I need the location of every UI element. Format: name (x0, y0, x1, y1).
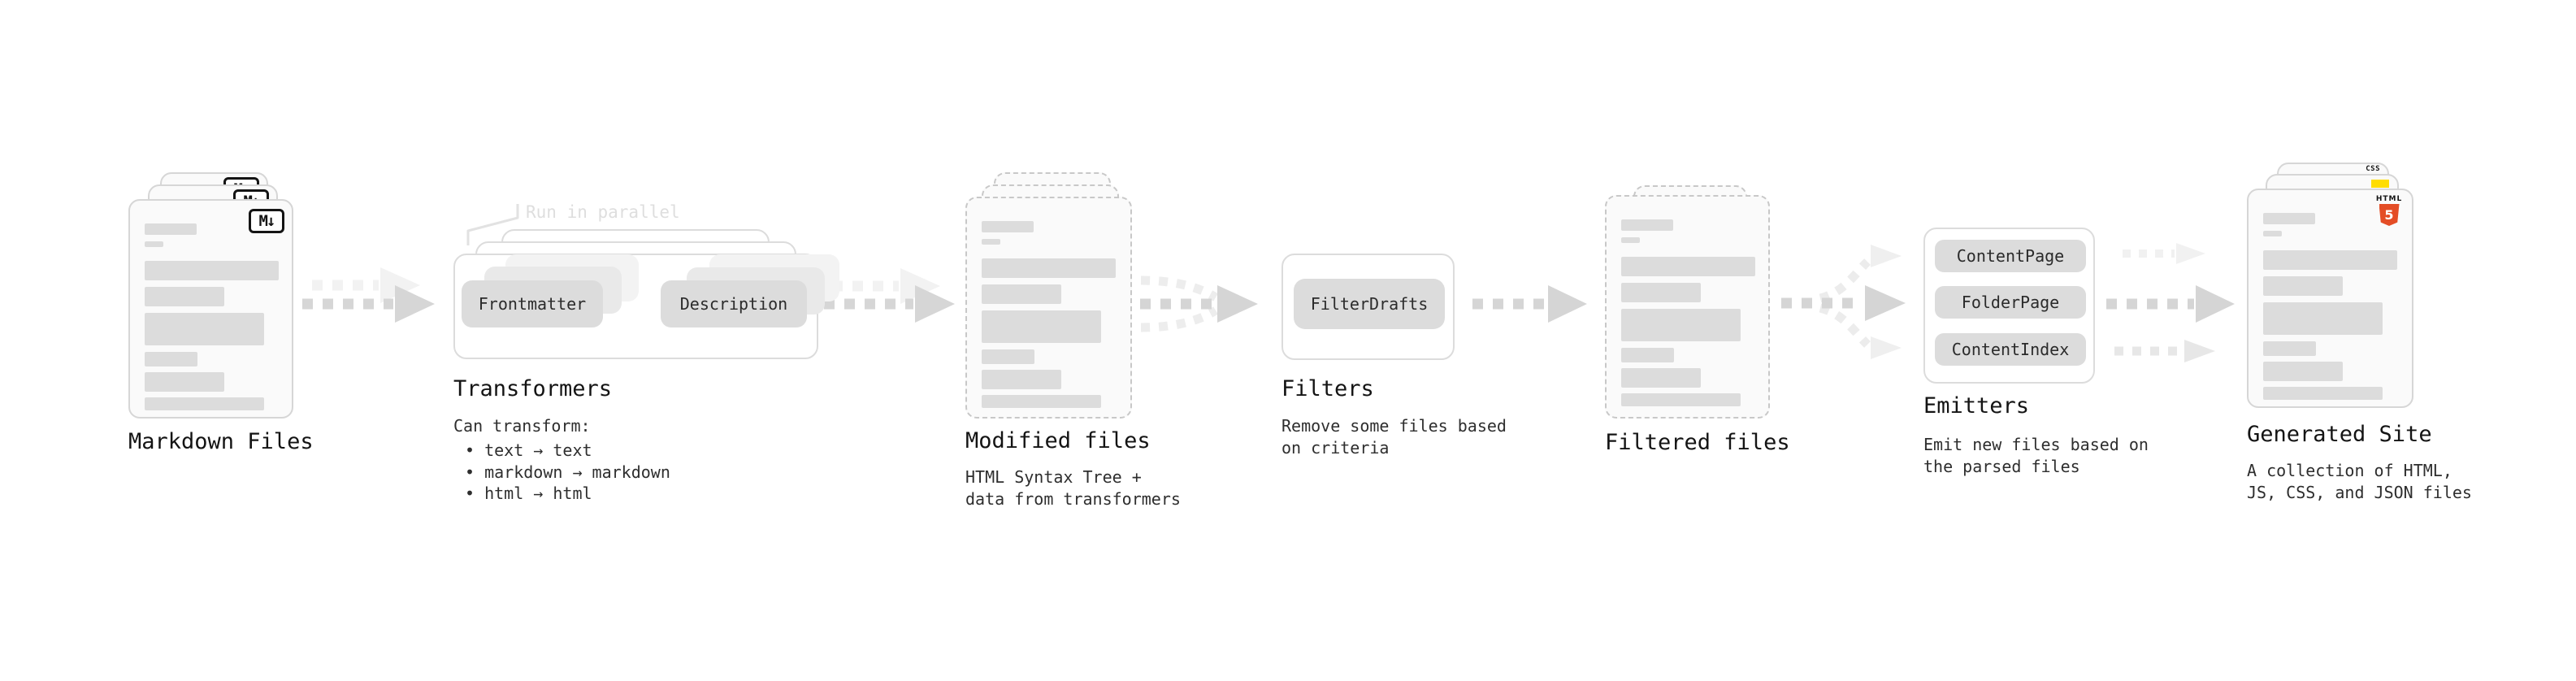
transformers-desc-title: Can transform: (453, 416, 591, 436)
html5-word: HTML (2375, 195, 2403, 203)
emitter-chip-contentpage: ContentPage (1935, 240, 2086, 272)
skeleton-line (145, 372, 224, 392)
skeleton-line (1621, 393, 1741, 406)
generated-site-label: Generated Site (2247, 422, 2432, 447)
skeleton-line (982, 284, 1061, 304)
skeleton-line (982, 258, 1116, 278)
skeleton-line (145, 287, 224, 306)
skeleton-line (1621, 368, 1701, 388)
skeleton-line (1621, 219, 1673, 231)
skeleton-line (2263, 276, 2343, 296)
transformers-bullet: • text → text (465, 440, 592, 460)
modified-files-label: Modified files (965, 428, 1151, 453)
skeleton-line (145, 313, 264, 345)
skeleton-line (1621, 237, 1640, 243)
skeleton-line (145, 223, 197, 235)
skeleton-line (2263, 213, 2315, 224)
skeleton-line (982, 370, 1061, 389)
site-file-card-html: HTML 5 (2247, 189, 2413, 408)
skeleton-line (2263, 250, 2397, 270)
arrow-filters-to-filtered (1472, 285, 1587, 323)
filtered-file-card-front (1605, 195, 1770, 419)
modified-file-card-front (965, 197, 1132, 419)
transformers-bullet-list: • text → text • markdown → markdown • ht… (465, 440, 670, 505)
arrow-filtered-to-emitters (1781, 245, 1906, 359)
skeleton-line (1621, 309, 1741, 341)
skeleton-line (1621, 257, 1755, 276)
skeleton-line (145, 241, 163, 247)
skeleton-line (982, 239, 1000, 245)
run-in-parallel-note: Run in parallel (526, 202, 680, 222)
skeleton-line (2263, 387, 2383, 400)
skeleton-line (2263, 341, 2316, 356)
skeleton-line (2263, 302, 2383, 335)
transformers-bullet: • html → html (465, 484, 592, 503)
filters-title: Filters (1281, 376, 1374, 401)
filtered-files-label: Filtered files (1605, 430, 1790, 455)
filters-box: FilterDrafts (1281, 254, 1455, 360)
skeleton-line (982, 395, 1101, 408)
skeleton-line (982, 349, 1034, 364)
arrow-modified-to-filters (1140, 275, 1258, 332)
js-badge (2371, 180, 2389, 188)
arrow-transformers-to-modified (824, 268, 955, 323)
arrows-emitters-to-site (2106, 243, 2235, 362)
skeleton-line (982, 221, 1034, 232)
emitter-chip-folderpage: FolderPage (1935, 286, 2086, 319)
emitters-box: ContentPage FolderPage ContentIndex (1923, 228, 2095, 384)
markdown-files-label: Markdown Files (128, 429, 314, 454)
skeleton-line (145, 261, 279, 280)
markdown-icon: M↓ (249, 209, 284, 233)
skeleton-line (145, 397, 264, 410)
emitters-title: Emitters (1923, 393, 2030, 419)
emitters-desc: Emit new files based on the parsed files (1923, 435, 2149, 476)
skeleton-line (2263, 231, 2282, 236)
modified-files-desc: HTML Syntax Tree + data from transformer… (965, 467, 1181, 509)
generated-site-desc: A collection of HTML, JS, CSS, and JSON … (2247, 461, 2472, 502)
frontmatter-chip: Frontmatter (462, 280, 603, 327)
arrow-markdown-to-transformers (302, 267, 435, 323)
skeleton-line (982, 310, 1101, 343)
emitter-chip-contentindex: ContentIndex (1935, 333, 2086, 366)
transformers-bullet: • markdown → markdown (465, 462, 670, 482)
filterdrafts-chip: FilterDrafts (1294, 279, 1445, 329)
skeleton-line (2263, 362, 2343, 381)
html5-shield: 5 (2379, 204, 2400, 226)
transformers-title: Transformers (453, 376, 613, 401)
file-skeleton (2249, 190, 2412, 400)
file-skeleton (967, 198, 1130, 408)
filters-desc: Remove some files based on criteria (1281, 416, 1507, 458)
skeleton-line (145, 352, 197, 367)
description-chip: Description (661, 280, 807, 327)
file-skeleton (130, 201, 292, 410)
file-skeleton (1607, 197, 1768, 406)
html5-icon: HTML 5 (2374, 195, 2404, 226)
markdown-file-card-front: M↓ (128, 199, 293, 419)
skeleton-line (1621, 283, 1701, 302)
html5-number: 5 (2384, 206, 2394, 223)
skeleton-line (1621, 348, 1674, 362)
